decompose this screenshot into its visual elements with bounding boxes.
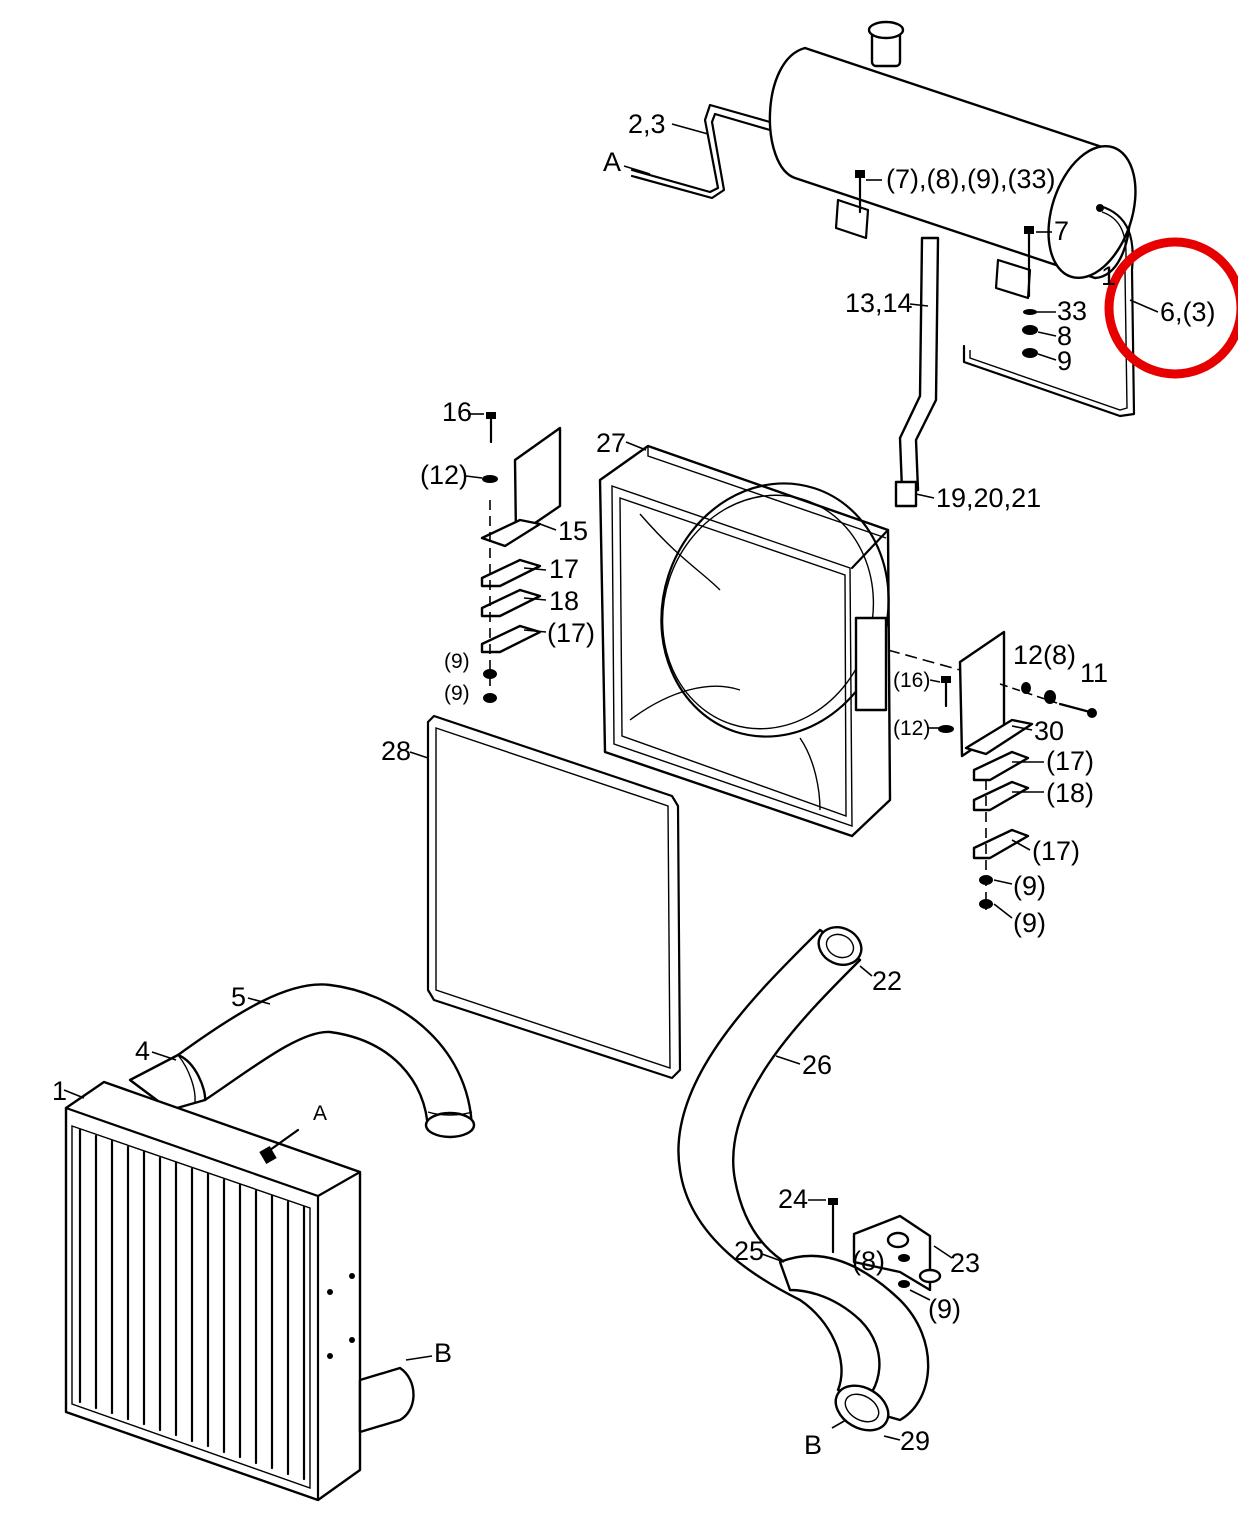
bracket-15-stack [480, 412, 562, 703]
label-25: 25 [734, 1236, 764, 1266]
label-1-tank: 1 [1101, 261, 1116, 291]
label-16: 16 [442, 397, 472, 427]
label-9p-r2: (9) [1013, 908, 1046, 938]
label-12p: (12) [420, 460, 468, 490]
label-7-group: (7),(8),(9),(33) [886, 164, 1056, 194]
label-9: 9 [1057, 346, 1072, 376]
label-6-3: 6,(3) [1160, 297, 1216, 327]
label-b-rad: B [434, 1338, 452, 1368]
bolt-7-top [855, 170, 865, 214]
label-18p-r: (18) [1046, 778, 1094, 808]
label-29: 29 [900, 1426, 930, 1456]
hose-26 [677, 926, 887, 1402]
label-28: 28 [381, 736, 411, 766]
label-12p-r: (12) [893, 717, 930, 740]
label-2-3: 2,3 [628, 109, 666, 139]
hose-5 [176, 983, 476, 1139]
label-8p: (8) [1043, 640, 1076, 670]
bracket-30-stack [938, 630, 1097, 910]
hose-25 [778, 1254, 930, 1432]
label-a-top: A [603, 147, 621, 177]
label-11: 11 [1080, 658, 1108, 688]
label-8p-b: (8) [852, 1246, 885, 1276]
label-23: 23 [950, 1248, 980, 1278]
label-17: 17 [549, 554, 579, 584]
label-19-20-21: 19,20,21 [936, 483, 1041, 513]
gasket [426, 714, 682, 1080]
label-18: 18 [549, 586, 579, 616]
label-33: 33 [1057, 296, 1087, 326]
label-9p-a: (9) [444, 650, 470, 673]
label-24: 24 [778, 1184, 808, 1214]
drain-pipe-13-14 [894, 236, 940, 508]
label-9p-b2: (9) [928, 1294, 961, 1324]
label-8: 8 [1057, 321, 1072, 351]
label-a-rad: A [313, 1102, 327, 1125]
label-4: 4 [135, 1036, 150, 1066]
radiator [64, 1080, 415, 1502]
label-7: 7 [1054, 216, 1069, 246]
pipe-4 [128, 1053, 207, 1112]
expansion-tank [768, 20, 1137, 300]
radiator-fins [78, 1128, 306, 1481]
label-15: 15 [558, 516, 588, 546]
label-16p: (16) [893, 669, 930, 692]
label-b-hose: B [804, 1430, 822, 1460]
label-30: 30 [1034, 716, 1064, 746]
label-17p-r2: (17) [1032, 836, 1080, 866]
fan-shroud [598, 444, 961, 838]
label-26: 26 [802, 1050, 832, 1080]
label-13-14: 13,14 [845, 288, 913, 318]
part-labels: 2,3 A (7),(8),(9),(33) 7 1 6,(3) 13,14 3… [52, 109, 1216, 1460]
pipe-6 [962, 204, 1136, 418]
label-9p-r1: (9) [1013, 871, 1046, 901]
label-12: 12 [1013, 640, 1043, 670]
label-22: 22 [872, 966, 902, 996]
label-1: 1 [52, 1076, 67, 1106]
clamp-23 [828, 1198, 942, 1292]
label-27: 27 [596, 428, 626, 458]
pipe-2-3 [630, 103, 772, 200]
label-9p-b: (9) [444, 682, 470, 705]
label-17p: (17) [547, 618, 595, 648]
label-5: 5 [231, 982, 246, 1012]
label-17p-r1: (17) [1046, 746, 1094, 776]
leader-lines [63, 123, 1159, 1441]
bolt-7 [1022, 226, 1038, 358]
highlight-circle [1104, 237, 1238, 379]
